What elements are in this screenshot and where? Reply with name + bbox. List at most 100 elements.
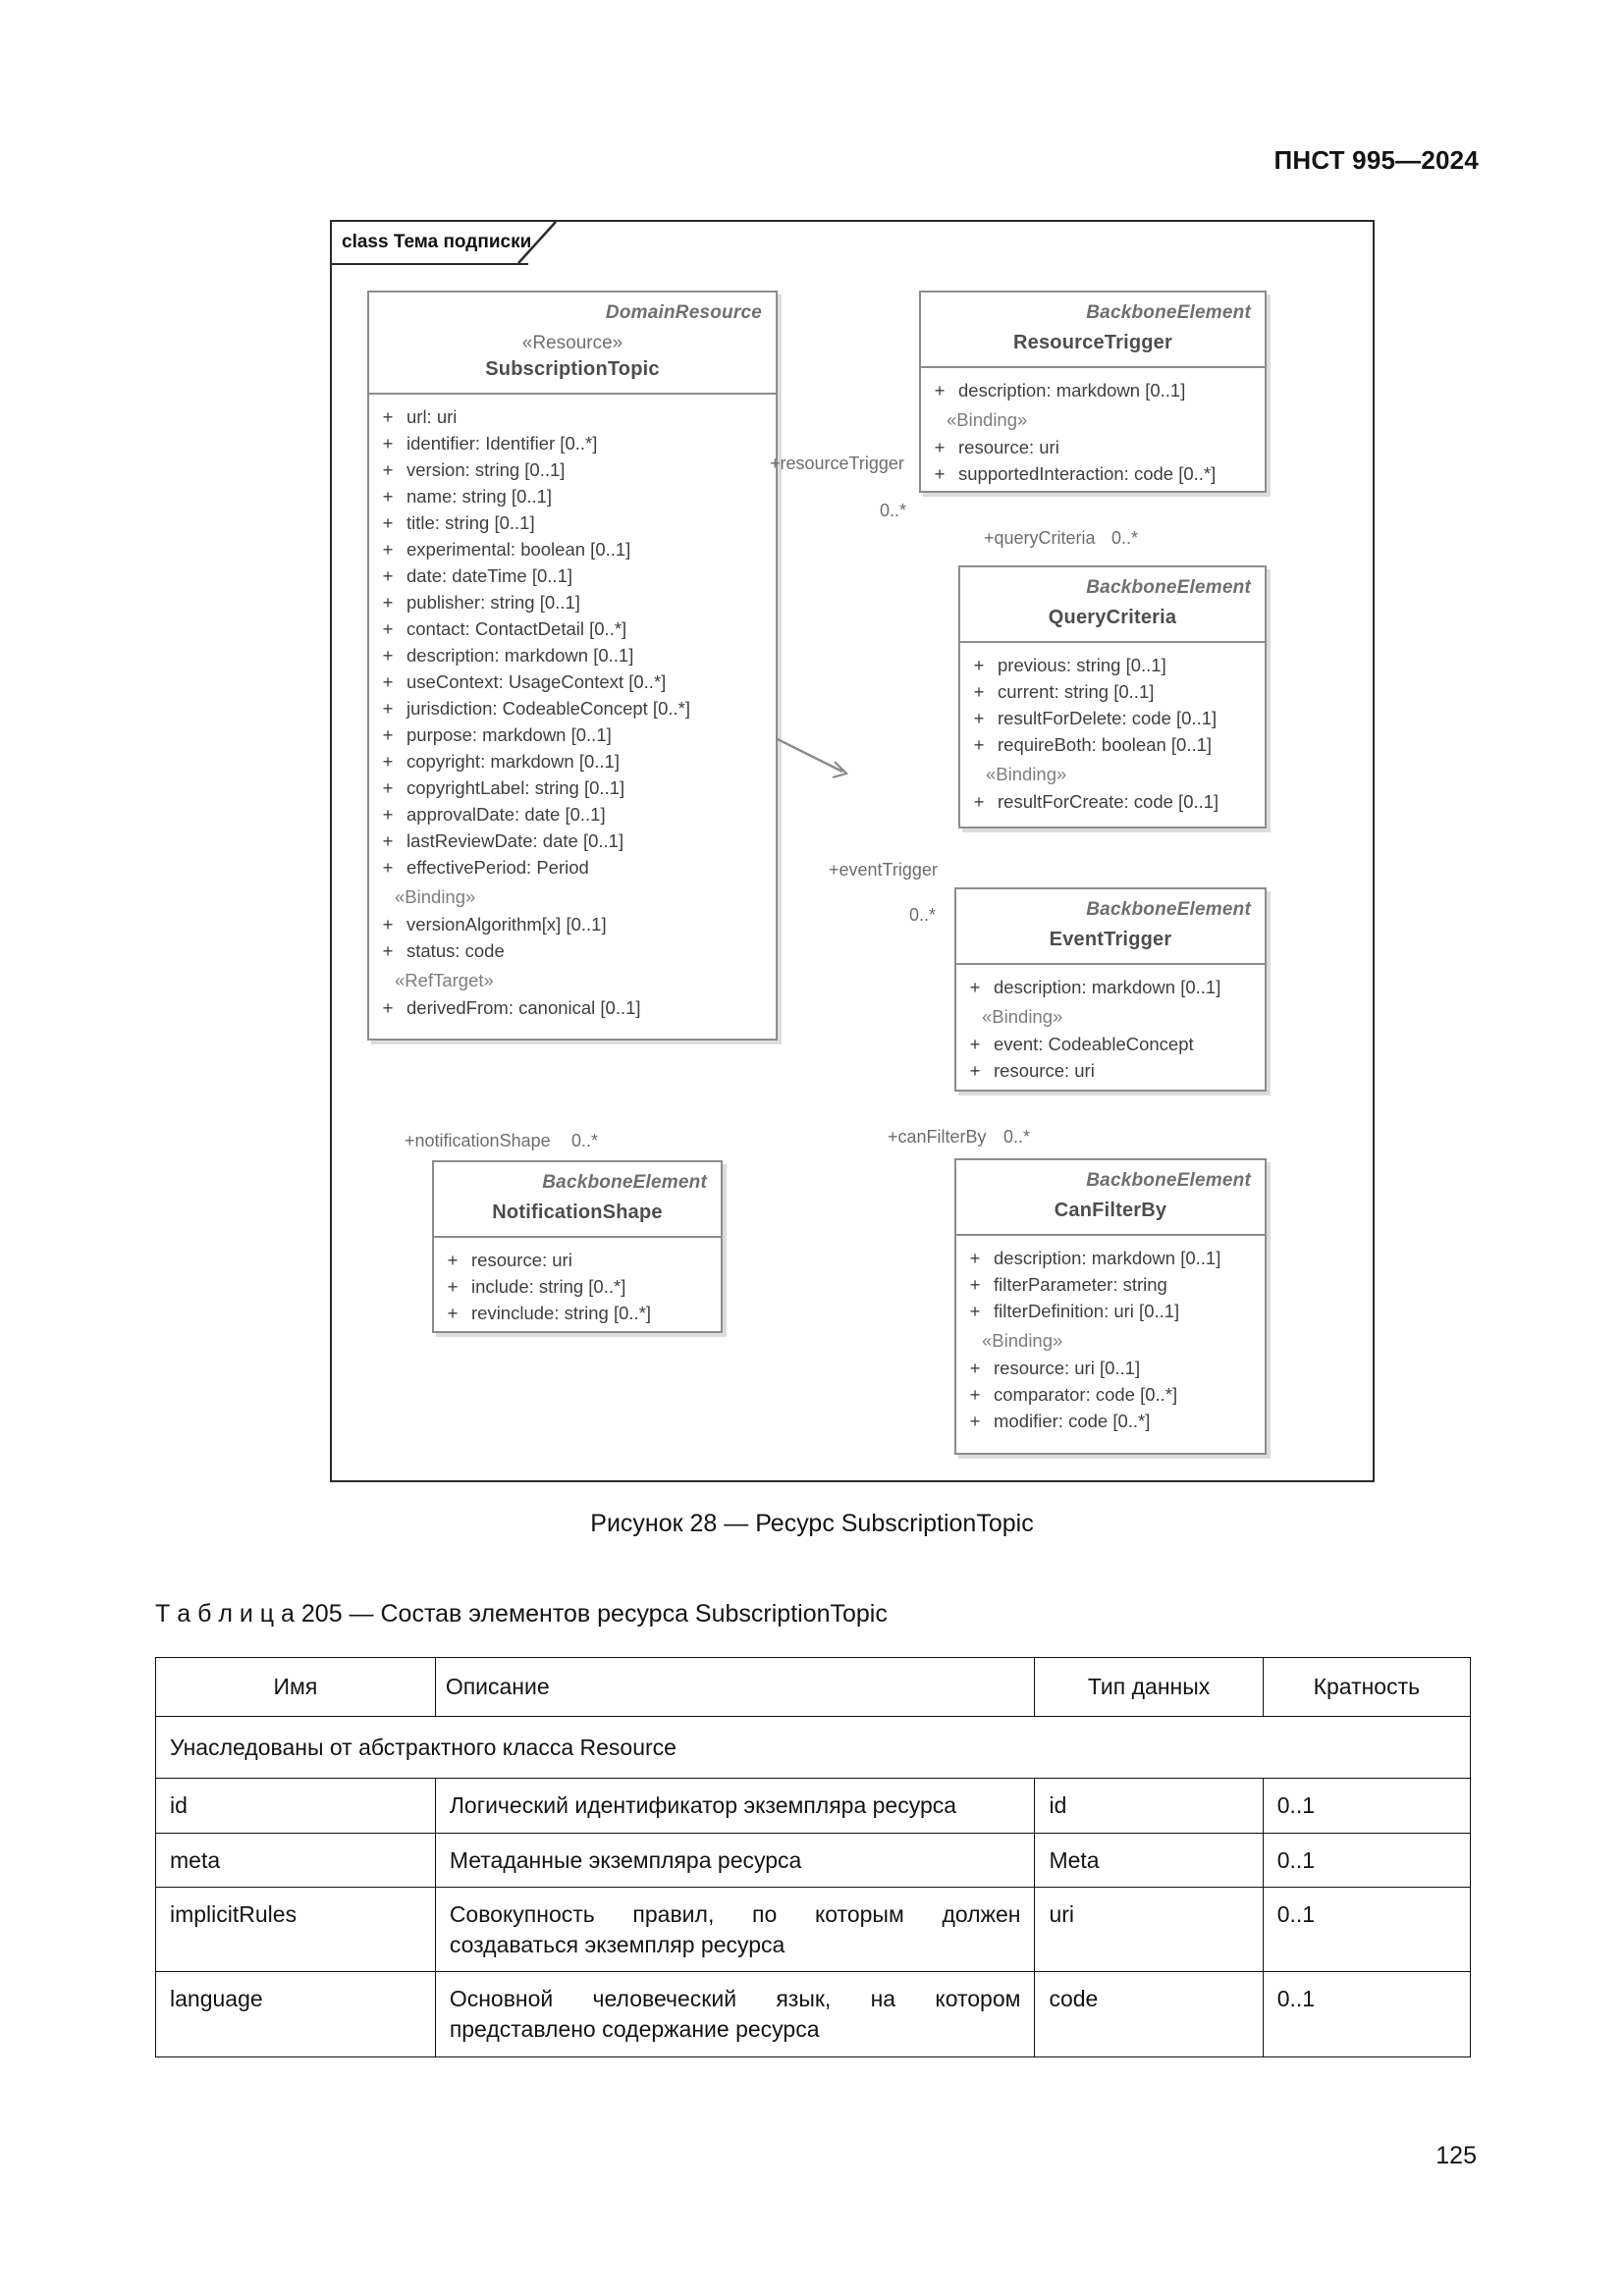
visibility: +: [973, 734, 985, 755]
attribute-row: +url: uri: [369, 403, 776, 430]
group-stereotype-binding: «Binding»: [986, 764, 1067, 784]
uml-class-subscriptiontopic-box: DomainResource «Resource» SubscriptionTo…: [367, 291, 778, 1041]
cell-cardinality: 0..1: [1262, 1887, 1472, 1973]
attribute-text: resource: uri: [471, 1250, 572, 1270]
attribute-text: modifier: code [0..*]: [994, 1411, 1151, 1431]
attribute-text: event: CodeableConcept: [994, 1034, 1194, 1054]
cell-description: Метаданные экземпляра ресурса: [434, 1832, 1036, 1889]
attribute-row: +event: CodeableConcept: [956, 1031, 1265, 1057]
attribute-text: copyright: markdown [0..1]: [406, 751, 620, 772]
cell-description: Логический идентификатор экземпляра ресу…: [434, 1778, 1036, 1834]
attribute-row: + resource: uri [0..1]: [956, 1355, 1265, 1381]
cell-name: implicitRules: [155, 1887, 436, 1973]
attribute-row: +status: code: [369, 937, 776, 964]
visibility: +: [382, 724, 394, 745]
attribute-text: jurisdiction: CodeableConcept [0..*]: [406, 698, 690, 719]
class-header: BackboneElement QueryCriteria: [960, 567, 1265, 643]
attribute-text: status: code: [406, 940, 505, 961]
attribute-row: +resource: uri: [921, 434, 1265, 460]
table-row: id Логический идентификатор экземпляра р…: [155, 1778, 1472, 1834]
class-attributes: +resource: uri +include: string [0..*] +…: [434, 1238, 721, 1336]
attribute-text: url: uri: [406, 406, 458, 427]
group-stereotype-binding: «Binding»: [982, 1006, 1063, 1027]
visibility: +: [382, 997, 394, 1018]
group-stereotype-binding: «Binding»: [395, 886, 476, 907]
class-name: CanFilterBy: [1054, 1200, 1167, 1221]
attribute-row: +supportedInteraction: code [0..*]: [921, 460, 1265, 487]
class-parent-label: BackboneElement: [1086, 302, 1251, 323]
class-name: SubscriptionTopic: [485, 358, 660, 380]
visibility: +: [382, 645, 394, 666]
attribute-row: +purpose: markdown [0..1]: [369, 721, 776, 748]
assoc-role-querycriteria: +queryCriteria: [984, 528, 1096, 548]
class-attributes: +description: markdown [0..1] «Binding» …: [921, 368, 1265, 497]
attribute-row: + comparator: code [0..*]: [956, 1381, 1265, 1408]
cell-cardinality: 0..1: [1262, 1778, 1472, 1834]
attribute-row: +date: dateTime [0..1]: [369, 562, 776, 589]
visibility: +: [382, 698, 394, 719]
attribute-row: +filterParameter: string: [956, 1271, 1265, 1298]
attribute-text: publisher: string [0..1]: [406, 592, 580, 613]
frame-tab-corner-icon: [516, 220, 560, 265]
assoc-mult-notificationshape: 0..*: [571, 1131, 599, 1150]
cell-description: Основной человеческий язык, на котором п…: [434, 1971, 1036, 2057]
visibility: +: [382, 804, 394, 825]
class-parent-label: BackboneElement: [1086, 1170, 1251, 1191]
table-title: Т а б л и ц а 205 — Состав элементов рес…: [155, 1600, 888, 1628]
attribute-text: effectivePeriod: Period: [406, 857, 589, 878]
uml-class-eventtrigger-box: BackboneElement EventTrigger +descriptio…: [954, 887, 1267, 1092]
visibility: +: [969, 1384, 981, 1405]
attribute-text: comparator: code [0..*]: [994, 1384, 1178, 1405]
cell-type: code: [1034, 1971, 1264, 2057]
table-row: implicitRules Совокупность правил, по ко…: [155, 1887, 1472, 1973]
attribute-text: include: string [0..*]: [471, 1276, 626, 1297]
class-attributes: +description: markdown [0..1] +filterPar…: [956, 1236, 1265, 1444]
attribute-text: name: string [0..1]: [406, 486, 553, 507]
attribute-row: +description: markdown [0..1]: [956, 1245, 1265, 1271]
assoc-role-notificationshape: +notificationShape: [405, 1131, 551, 1150]
column-header-name: Имя: [155, 1657, 436, 1717]
visibility: +: [382, 751, 394, 772]
cell-name: language: [155, 1971, 436, 2057]
class-parent-label: BackboneElement: [1086, 577, 1251, 598]
attribute-text: experimental: boolean [0..1]: [406, 539, 631, 560]
attribute-text: current: string [0..1]: [998, 681, 1155, 702]
group-stereotype-reftarget: «RefTarget»: [395, 970, 494, 990]
table-row: meta Метаданные экземпляра ресурса Meta …: [155, 1832, 1472, 1889]
frame-tab-label: class Тема подписки: [342, 232, 532, 252]
attribute-text: description: markdown [0..1]: [958, 380, 1186, 400]
attribute-row: +version: string [0..1]: [369, 456, 776, 483]
class-header: BackboneElement ResourceTrigger: [921, 293, 1265, 368]
attribute-row: +effectivePeriod: Period: [369, 854, 776, 881]
visibility: +: [382, 671, 394, 692]
attribute-text: resource: uri [0..1]: [994, 1358, 1141, 1378]
visibility: +: [969, 1358, 981, 1378]
attribute-text: revinclude: string [0..*]: [471, 1303, 652, 1323]
visibility: +: [382, 914, 394, 934]
cell-name: meta: [155, 1832, 436, 1889]
assoc-mult-canfilterby: 0..*: [1003, 1127, 1031, 1147]
frame-tab: class Тема подписки: [332, 222, 532, 265]
visibility: +: [969, 1411, 981, 1431]
attribute-row: +revinclude: string [0..*]: [434, 1300, 721, 1326]
attribute-row: +title: string [0..1]: [369, 509, 776, 536]
uml-class-querycriteria-box: BackboneElement QueryCriteria +previous:…: [958, 565, 1267, 828]
class-parent-label: BackboneElement: [542, 1172, 707, 1193]
attribute-text: resource: uri: [994, 1060, 1095, 1081]
group-stereotype-binding: «Binding»: [947, 409, 1028, 430]
attribute-row: +filterDefinition: uri [0..1]: [956, 1298, 1265, 1324]
cell-type: Meta: [1034, 1832, 1264, 1889]
visibility: +: [969, 1060, 981, 1081]
column-header-description: Описание: [434, 1657, 1036, 1717]
attribute-row: +requireBoth: boolean [0..1]: [960, 731, 1265, 758]
attribute-row: +versionAlgorithm[x] [0..1]: [369, 911, 776, 937]
class-parent-label: BackboneElement: [1086, 899, 1251, 920]
attribute-row: + copyright: markdown [0..1]: [369, 748, 776, 774]
visibility: +: [969, 1248, 981, 1268]
visibility: +: [969, 1301, 981, 1321]
attribute-row: + resource: uri: [956, 1057, 1265, 1084]
visibility: +: [934, 380, 946, 400]
assoc-role-eventtrigger: +eventTrigger: [829, 860, 938, 880]
cell-type: uri: [1034, 1887, 1264, 1973]
running-header: ПНСТ 995—2024: [1273, 145, 1479, 175]
